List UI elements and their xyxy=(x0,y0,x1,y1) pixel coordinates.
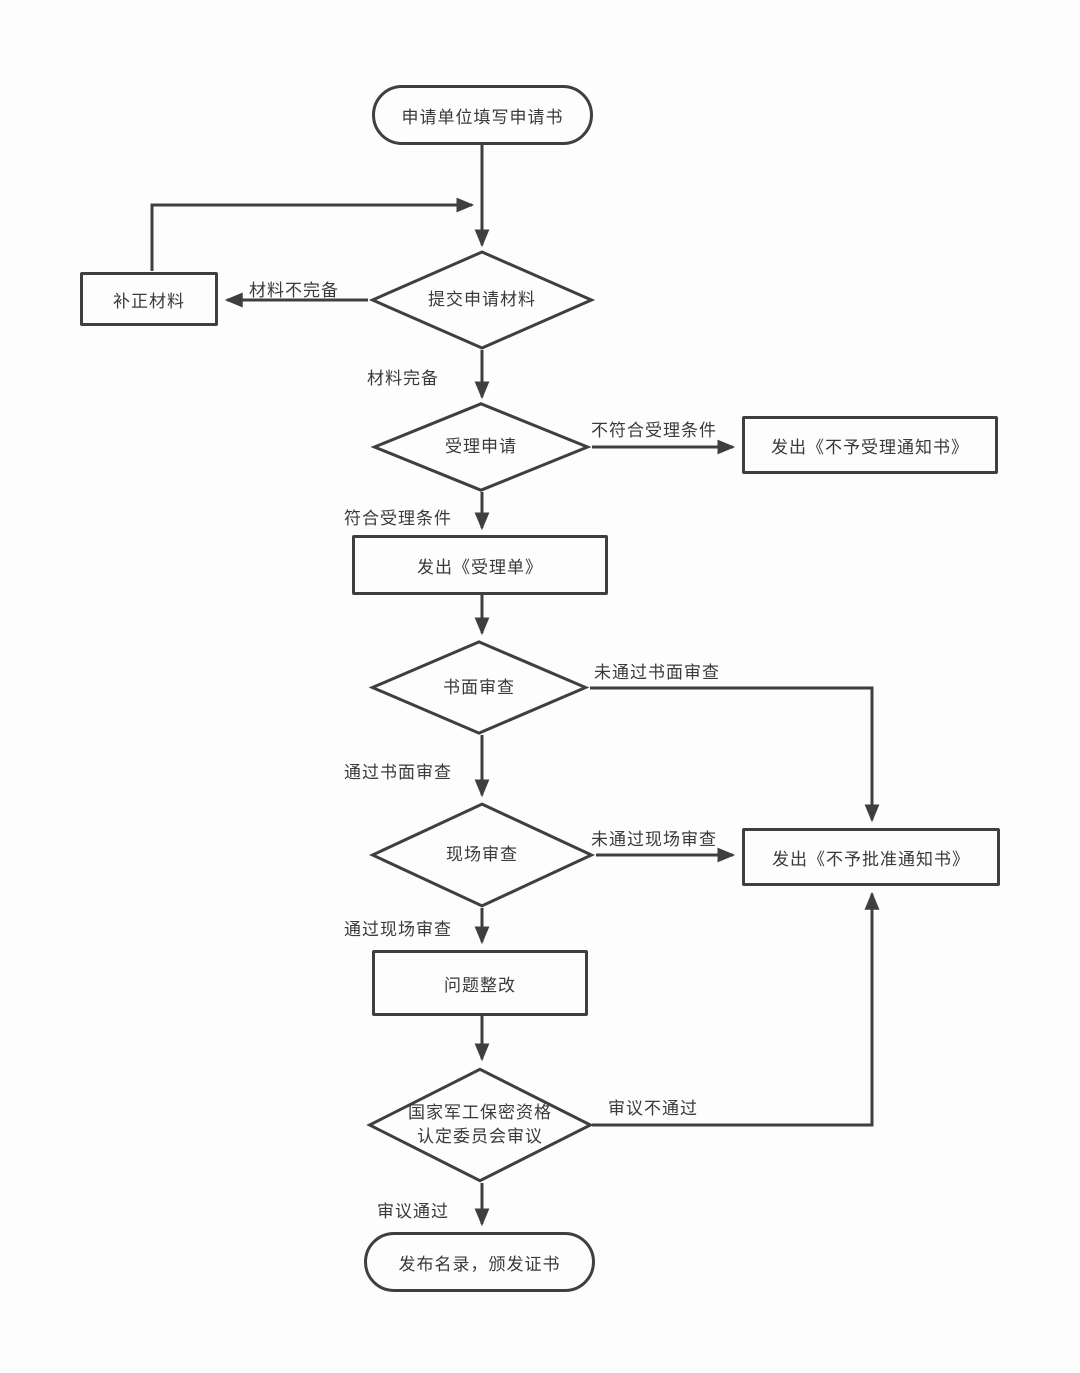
edge-label-materials-complete: 材料完备 xyxy=(367,369,439,388)
edge-label-fail-written-review: 未通过书面审查 xyxy=(594,663,720,682)
node-supplement-materials: 补正材料 xyxy=(80,272,218,326)
node-rectify-problems: 问题整改 xyxy=(372,950,588,1016)
node-accept-application-label: 受理申请 xyxy=(445,437,517,456)
node-submit-materials: 提交申请材料 xyxy=(368,250,596,350)
diamond-shape xyxy=(368,802,596,908)
node-notice-no-accept-label: 发出《不予受理通知书》 xyxy=(771,437,969,457)
node-accept-application: 受理申请 xyxy=(370,402,592,492)
edge-label-pass-written-review: 通过书面审查 xyxy=(344,763,452,782)
edge-label-meet-conditions: 符合受理条件 xyxy=(344,509,452,528)
edge-label-review-not-passed: 审议不通过 xyxy=(608,1099,698,1118)
edge-label-not-meet-conditions: 不符合受理条件 xyxy=(591,421,717,440)
diamond-shape xyxy=(368,640,590,735)
node-committee-review: 国家军工保密资格 认定委员会审议 xyxy=(365,1067,595,1183)
node-start-label: 申请单位填写申请书 xyxy=(401,107,564,127)
edge-written-fail-to-no-approve xyxy=(590,686,880,823)
node-onsite-review-label: 现场审查 xyxy=(446,845,518,864)
diamond-shape xyxy=(368,250,596,350)
node-start: 申请单位填写申请书 xyxy=(372,85,593,145)
node-committee-review-label-line1: 国家军工保密资格 xyxy=(408,1103,552,1122)
node-notice-no-approve: 发出《不予批准通知书》 xyxy=(742,828,1000,886)
node-notice-no-approve-label: 发出《不予批准通知书》 xyxy=(772,849,970,869)
node-onsite-review: 现场审查 xyxy=(368,802,596,908)
edge-label-materials-incomplete: 材料不完备 xyxy=(249,281,339,300)
node-committee-review-label: 国家军工保密资格 认定委员会审议 xyxy=(408,1101,552,1149)
diamond-shape xyxy=(370,402,592,492)
node-written-review-label: 书面审查 xyxy=(443,677,515,697)
node-notice-no-accept: 发出《不予受理通知书》 xyxy=(742,416,998,474)
node-written-review: 书面审查 xyxy=(368,640,590,735)
node-issue-acceptance-form-label: 发出《受理单》 xyxy=(417,557,543,577)
node-submit-materials-label: 提交申请材料 xyxy=(428,290,536,309)
node-end-label: 发布名录，颁发证书 xyxy=(398,1254,561,1274)
node-committee-review-label-line2: 认定委员会审议 xyxy=(417,1127,543,1146)
edge-label-fail-onsite-review: 未通过现场审查 xyxy=(591,830,717,849)
edge-label-pass-onsite-review: 通过现场审查 xyxy=(344,920,452,939)
node-end: 发布名录，颁发证书 xyxy=(364,1232,595,1292)
diamond-shape xyxy=(365,1067,595,1183)
edge-label-review-passed: 审议通过 xyxy=(377,1202,449,1221)
node-rectify-problems-label: 问题整改 xyxy=(444,975,516,995)
edge-committee-fail-to-no-approve xyxy=(592,891,880,1127)
node-supplement-materials-label: 补正材料 xyxy=(113,291,185,311)
node-issue-acceptance-form: 发出《受理单》 xyxy=(352,535,608,595)
